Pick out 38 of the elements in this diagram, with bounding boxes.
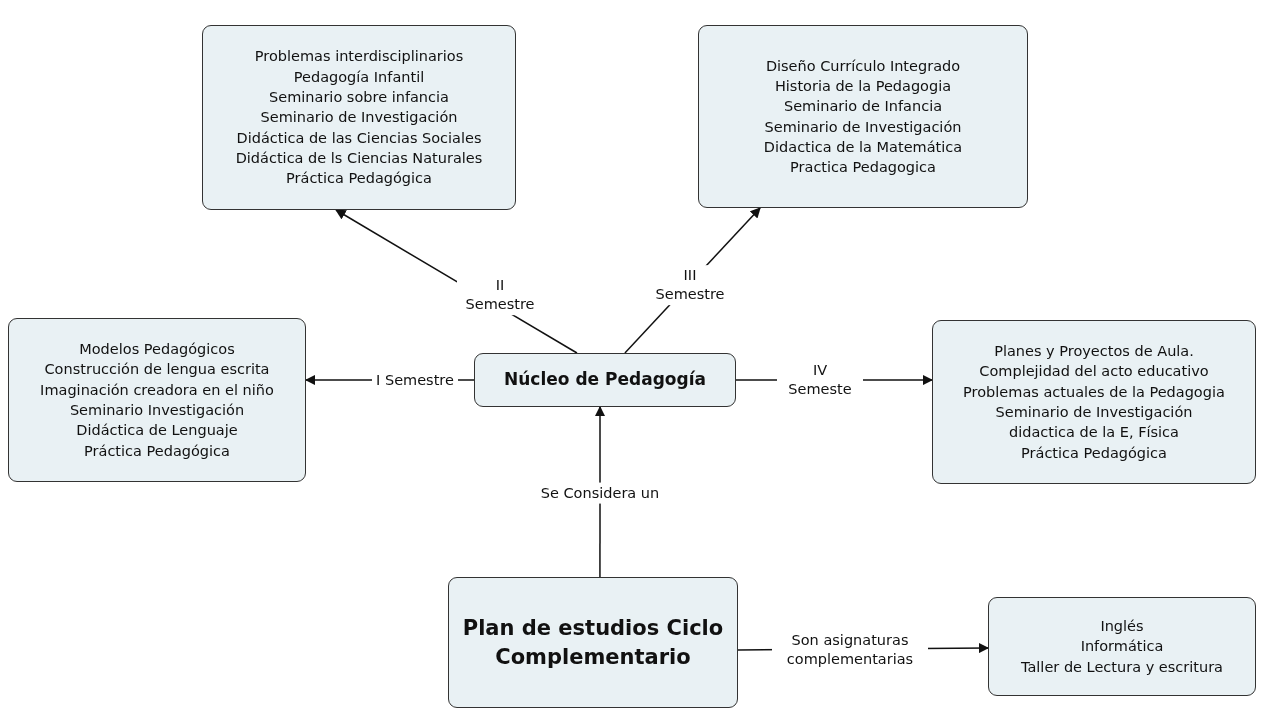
course-name: Taller de Lectura y escritura [1021, 657, 1223, 677]
course-name: Pedagogía Infantil [293, 67, 425, 87]
course-name: Seminario de Infancia [783, 97, 943, 117]
course-name: Informática [1080, 637, 1164, 657]
course-name: Práctica Pedagógica [1021, 443, 1167, 463]
course-name: Planes y Proyectos de Aula. [994, 342, 1194, 362]
concept-box [474, 353, 736, 407]
course-name: Seminario Investigación [69, 401, 245, 420]
course-list-box [698, 25, 1028, 208]
course-name: Historia de la Pedagogia [774, 76, 952, 96]
course-name: Práctica Pedagógica [286, 169, 432, 189]
concept-title: Núcleo de Pedagogía [504, 368, 706, 392]
course-list-box [8, 318, 306, 482]
course-name: Inglés [1100, 617, 1144, 637]
course-name: Didáctica de Lenguaje [76, 421, 238, 441]
course-name: Didactica de la Matemática [763, 137, 963, 157]
course-name: Problemas actuales de la Pedagogia [963, 382, 1225, 402]
course-name: Imaginación creadora en el niño [40, 380, 274, 400]
course-name: Construcción de lengua escrita [44, 360, 270, 380]
course-name: Seminario sobre infancia [269, 88, 449, 108]
course-name: Practica Pedagogica [790, 158, 936, 178]
course-name: Seminario de Investigación [260, 108, 458, 128]
course-name: Modelos Pedagógicos [79, 340, 235, 360]
course-list-box [988, 597, 1256, 696]
course-name: Seminario de Investigación [995, 403, 1193, 422]
arrow [594, 405, 606, 578]
course-name: Problemas interdisciplinarios [254, 47, 464, 67]
course-name: Diseño Currículo Integrado [765, 56, 961, 76]
course-name: Complejidad del acto educativo [979, 362, 1209, 382]
course-name: Práctica Pedagógica [84, 441, 230, 461]
course-name: didactica de la E, Física [1009, 423, 1179, 443]
course-name: Seminario de Investigación [764, 117, 962, 137]
concept-box [448, 577, 738, 708]
concept-title: Plan de estudios Ciclo Complementario [461, 615, 725, 671]
course-name: Didáctica de ls Ciencias Naturales [235, 148, 483, 168]
course-name: Didáctica de las Ciencias Sociales [236, 128, 482, 148]
course-list-box [202, 25, 516, 210]
course-list-box [932, 320, 1256, 484]
